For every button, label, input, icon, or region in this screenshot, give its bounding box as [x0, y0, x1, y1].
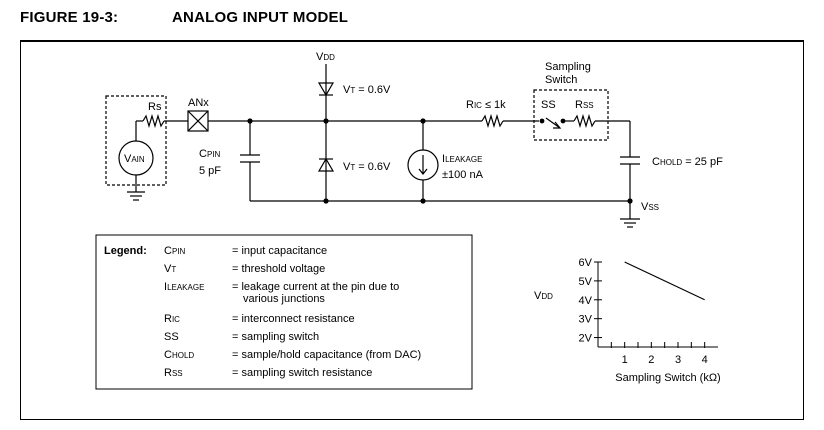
- vt-bottom-label: VT= 0.6V: [343, 161, 391, 173]
- chart-y-tick-label: 4V: [579, 295, 593, 307]
- legend-desc-vt: = threshold voltage: [232, 263, 325, 275]
- sampling-switch-label-line2: Switch: [545, 74, 577, 86]
- legend-desc-ileakage: = leakage current at the pin due to: [232, 281, 399, 293]
- figure-number: FIGURE 19-3:: [20, 9, 119, 26]
- chart-y-axis-label: VDD: [534, 290, 553, 302]
- ileakage-label: ILEAKAGE: [442, 153, 482, 165]
- chart-y-tick-label: 2V: [579, 333, 593, 345]
- junction-dots: [247, 118, 633, 204]
- rs-resistor: [142, 113, 165, 129]
- vdd-label: VDD: [316, 51, 335, 63]
- chart-x-tick-label: 2: [648, 354, 654, 366]
- legend-symbol-rss: RSS: [164, 367, 183, 379]
- legend-desc-rss: = sampling switch resistance: [232, 367, 372, 379]
- chart-x-tick-label: 1: [622, 354, 628, 366]
- diode-bottom: [317, 157, 335, 172]
- legend-desc-chold: = sample/hold capacitance (from DAC): [232, 349, 421, 361]
- vt-top-label: VT= 0.6V: [343, 84, 391, 96]
- legend-symbol-ric: RIC: [164, 313, 180, 325]
- rss-label: RSS: [575, 99, 594, 111]
- chart-x-tick-label: 3: [675, 354, 681, 366]
- legend-symbol-ss: SS: [164, 331, 179, 343]
- ric-resistor: [481, 113, 504, 129]
- sampling-switch-box: [533, 89, 609, 141]
- anx-label: ANx: [188, 97, 209, 109]
- diode-top: [317, 82, 335, 97]
- legend-symbol-chold: CHOLD: [164, 349, 194, 361]
- vss-label: VSS: [641, 201, 659, 213]
- figure-name: ANALOG INPUT MODEL: [172, 9, 349, 26]
- ss-switch-blade: [545, 117, 561, 129]
- legend-desc-cpin: = input capacitance: [232, 245, 327, 257]
- legend-symbol-ileakage: ILEAKAGE: [164, 281, 204, 293]
- vain-label: VAIN: [124, 153, 145, 165]
- legend-desc-ileakage-line2: various junctions: [243, 293, 325, 305]
- chart-x-tick-label: 4: [702, 354, 708, 366]
- cpin-value: 5 pF: [199, 165, 221, 177]
- ileakage-value: ±100 nA: [442, 169, 484, 181]
- vdd-vs-switch-chart: VDD Sampling Switch (kΩ) 2V 3V 4V 5V 6V 1 2 3 4: [534, 257, 721, 384]
- chart-x-axis-label: Sampling Switch (kΩ): [615, 372, 720, 384]
- chart-series-line: [624, 261, 705, 301]
- ss-label: SS: [541, 99, 556, 111]
- chart-y-tick-label: 3V: [579, 314, 593, 326]
- legend-heading: Legend:: [104, 245, 147, 257]
- legend-desc-ss: = sampling switch: [232, 331, 319, 343]
- ric-label: RIC≤ 1k: [466, 99, 506, 111]
- rs-label: Rs: [148, 101, 162, 113]
- legend-symbol-cpin: CPIN: [164, 245, 186, 257]
- legend-symbol-vt: VT: [164, 263, 176, 275]
- chold-label: CHOLD= 25 pF: [652, 156, 723, 168]
- sampling-switch-label-line1: Sampling: [545, 61, 591, 73]
- chart-y-tick-label: 6V: [579, 257, 593, 269]
- legend-desc-ric: = interconnect resistance: [232, 313, 355, 325]
- cpin-label: CPIN: [199, 148, 221, 160]
- chart-y-tick-label: 5V: [579, 276, 593, 288]
- figure-frame: [20, 40, 804, 420]
- source-dashed-box: [105, 95, 167, 186]
- rss-resistor: [573, 113, 596, 129]
- legend-box: [95, 234, 473, 390]
